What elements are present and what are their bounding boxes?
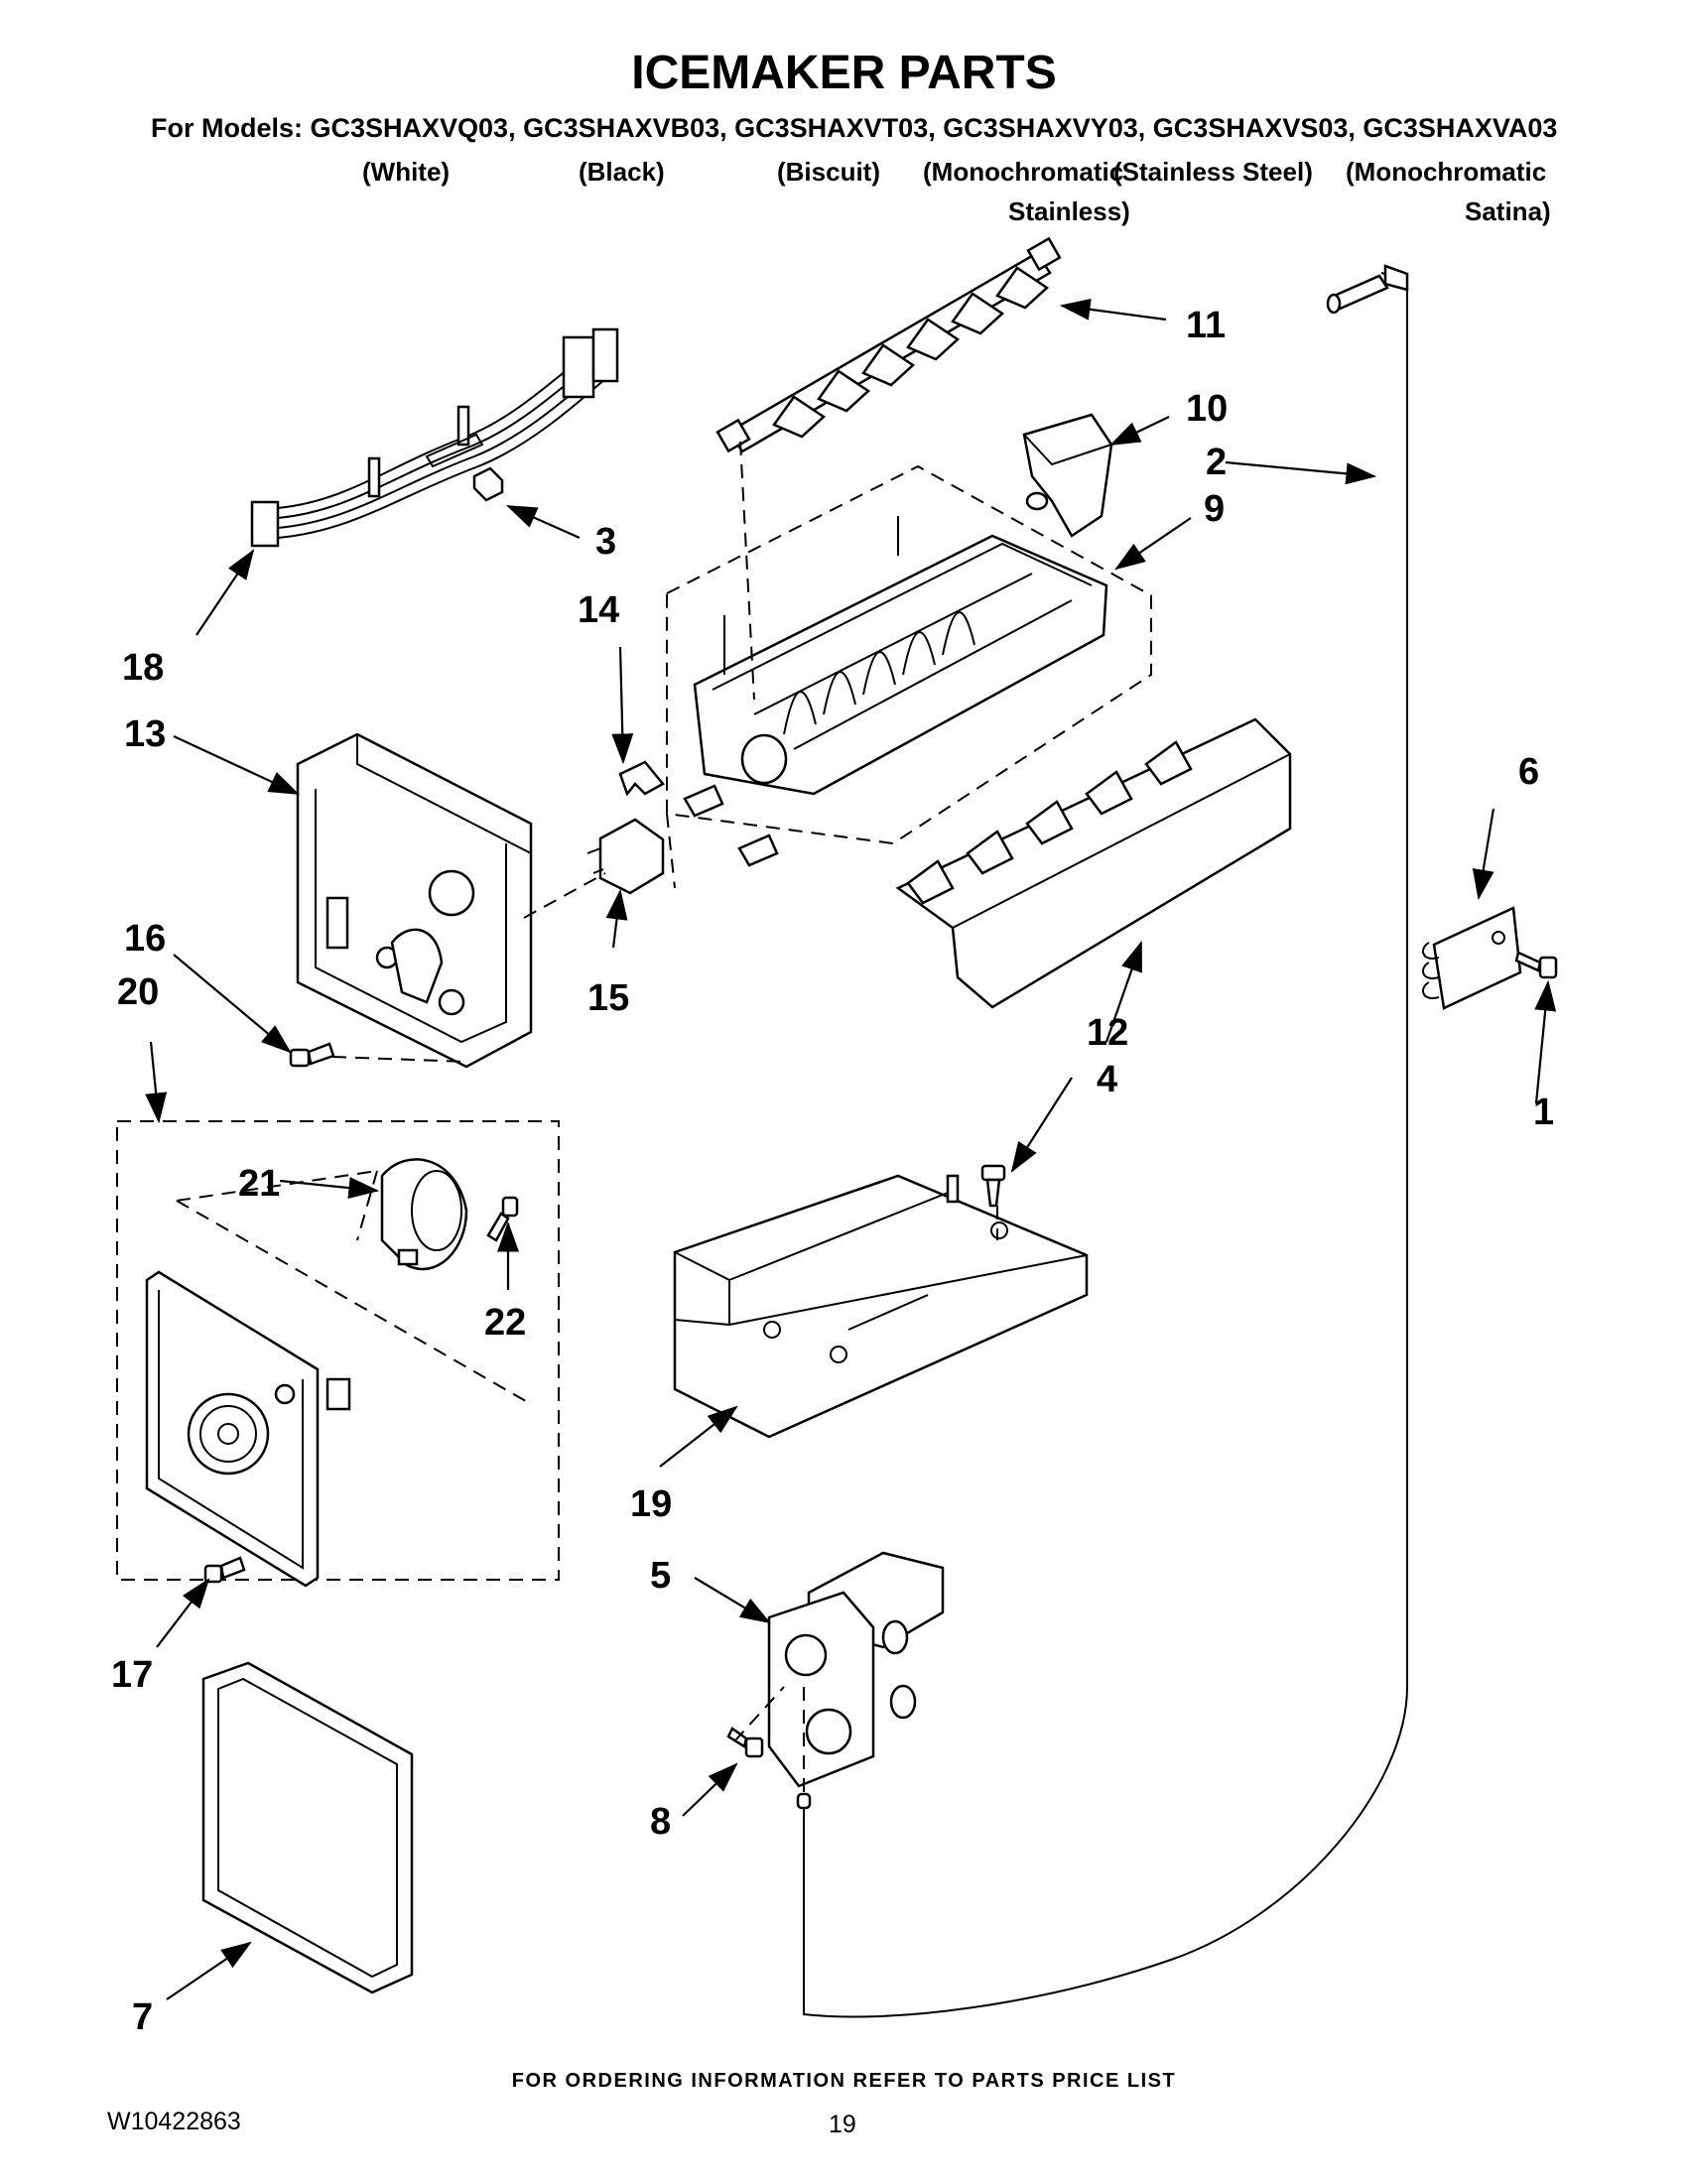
callout-20: 20 — [117, 971, 159, 1013]
clamp-part — [1422, 906, 1522, 1010]
callout-6: 6 — [1518, 751, 1539, 793]
thermostat-part — [586, 818, 665, 895]
finish-monochromatic-satina-line2: Satina) — [1465, 196, 1551, 226]
callout-22: 22 — [484, 1302, 526, 1344]
finish-stainless-steel: (Stainless Steel) — [1113, 157, 1313, 187]
models-line: For Models: GC3SHAXVQ03, GC3SHAXVB03, GC… — [151, 113, 1558, 143]
mold-part — [666, 464, 1152, 867]
document-number: W10422863 — [107, 2108, 241, 2135]
callout-7: 7 — [132, 1996, 153, 2038]
ice-stripper-part — [895, 717, 1292, 1009]
screw-4-part — [980, 1164, 1006, 1208]
ejector-part — [715, 236, 1062, 453]
callout-16: 16 — [124, 918, 166, 960]
finish-monochromatic-satina-line1: (Monochromatic — [1346, 157, 1547, 187]
page-title: ICEMAKER PARTS — [631, 47, 1057, 99]
insulation-pad-part — [201, 1661, 414, 1994]
callout-2: 2 — [1206, 442, 1227, 483]
module-housing-part — [296, 732, 533, 1069]
finish-biscuit: (Biscuit) — [777, 157, 880, 187]
page-number: 19 — [829, 2111, 856, 2138]
callout-19: 19 — [630, 1483, 672, 1525]
wiring-harness-part — [250, 327, 619, 548]
screw-8-part — [726, 1727, 764, 1758]
water-valve-part — [767, 1551, 945, 1788]
control-module-part — [145, 1270, 351, 1588]
callout-17: 17 — [111, 1654, 153, 1696]
callout-11: 11 — [1186, 305, 1226, 346]
callout-13: 13 — [124, 713, 166, 755]
callout-21: 21 — [238, 1163, 280, 1205]
screw-1-part — [1514, 951, 1558, 979]
cover-part — [673, 1174, 1089, 1439]
assembly-alignment-lines — [331, 441, 998, 1796]
fill-tube-part — [796, 264, 1409, 2018]
screw-22-part — [486, 1196, 519, 1242]
callout-12: 12 — [1087, 1012, 1128, 1054]
finish-monochromatic-stainless-line1: (Monochromatic — [923, 157, 1124, 187]
finish-monochromatic-stainless-line2: Stainless) — [1008, 196, 1130, 226]
callout-3: 3 — [595, 521, 616, 563]
callout-8: 8 — [650, 1801, 671, 1843]
leader-lines — [145, 298, 1557, 2000]
finish-white: (White) — [362, 157, 451, 187]
fill-cup-part — [1022, 413, 1113, 538]
screw-17-part — [203, 1556, 246, 1584]
callout-10: 10 — [1186, 388, 1228, 430]
screw-16-part — [289, 1042, 335, 1068]
callout-4: 4 — [1097, 1059, 1117, 1100]
ordering-note: FOR ORDERING INFORMATION REFER TO PARTS … — [511, 2070, 1177, 2092]
clip-part — [472, 466, 504, 502]
callout-1: 1 — [1533, 1092, 1554, 1133]
callout-18: 18 — [122, 647, 164, 689]
callout-15: 15 — [587, 977, 629, 1019]
motor-part — [380, 1158, 468, 1271]
callout-5: 5 — [650, 1555, 671, 1597]
callout-14: 14 — [578, 589, 619, 631]
callout-9: 9 — [1204, 488, 1225, 530]
bracket-clip-part — [618, 760, 665, 797]
finish-black: (Black) — [579, 157, 665, 187]
